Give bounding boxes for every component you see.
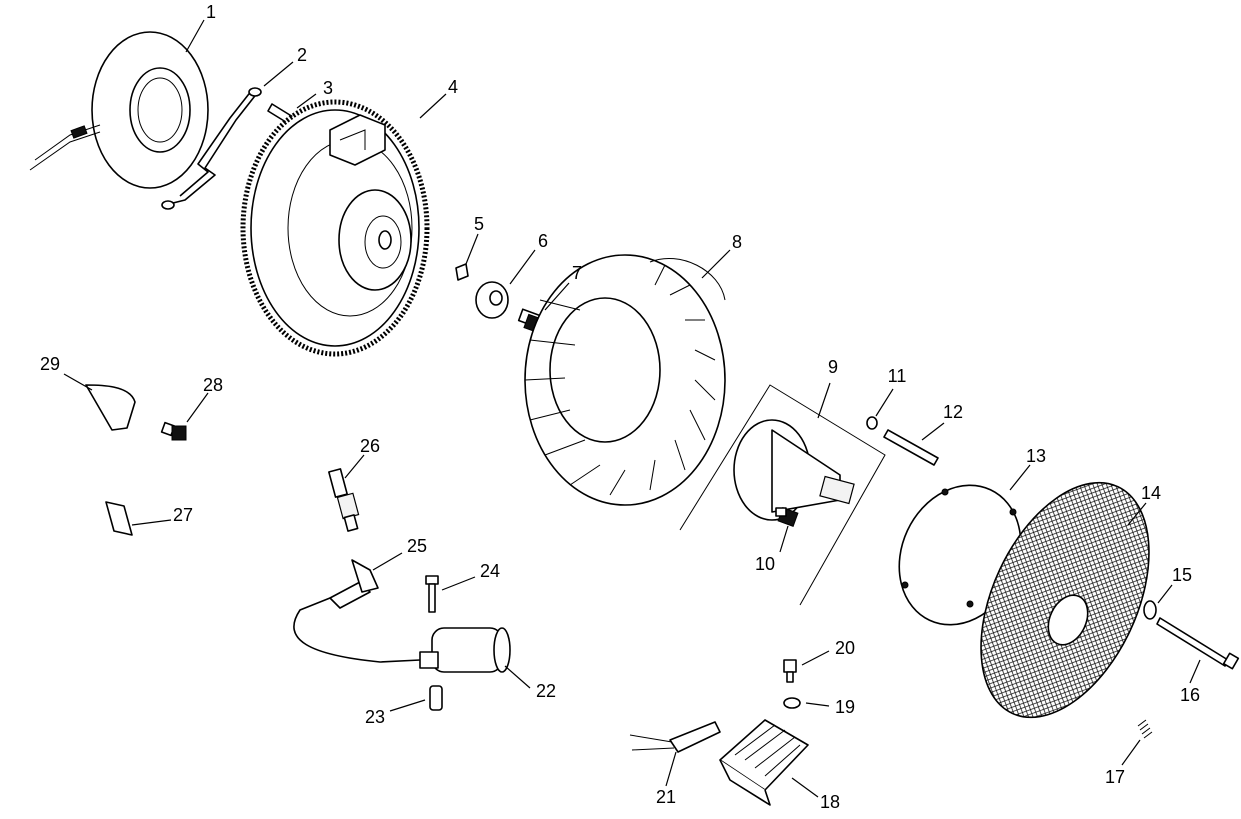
key-part bbox=[455, 263, 469, 281]
clip-part bbox=[105, 501, 133, 536]
washer-11-part bbox=[866, 416, 878, 430]
callout-2: 2 bbox=[297, 45, 307, 65]
callout-8: 8 bbox=[732, 232, 742, 252]
callout-7: 7 bbox=[572, 263, 582, 283]
long-bolt-part bbox=[1156, 617, 1240, 670]
callout-21: 21 bbox=[656, 787, 676, 807]
washer-15-part bbox=[1143, 600, 1157, 620]
callout-27: 27 bbox=[173, 505, 193, 525]
callout-25: 25 bbox=[407, 536, 427, 556]
callout-12: 12 bbox=[943, 402, 963, 422]
callout-24: 24 bbox=[480, 561, 500, 581]
pin-part bbox=[883, 429, 939, 466]
spring-part bbox=[1137, 719, 1153, 739]
callout-1: 1 bbox=[206, 2, 216, 22]
ignition-coil-part bbox=[293, 597, 511, 673]
callout-26: 26 bbox=[360, 436, 380, 456]
flywheel-part bbox=[240, 99, 430, 357]
callout-13: 13 bbox=[1026, 446, 1046, 466]
spark-plug-part bbox=[328, 468, 360, 532]
callout-17: 17 bbox=[1105, 767, 1125, 787]
washer-6-part bbox=[475, 281, 509, 319]
callout-10: 10 bbox=[755, 554, 775, 574]
spacer-part bbox=[429, 685, 443, 711]
callout-28: 28 bbox=[203, 375, 223, 395]
spark-plug-cap-part bbox=[329, 559, 379, 609]
rectifier-regulator-part bbox=[719, 719, 809, 806]
callout-22: 22 bbox=[536, 681, 556, 701]
connector-part bbox=[629, 721, 721, 753]
stator-part bbox=[29, 31, 209, 189]
fan-part bbox=[524, 254, 726, 506]
screw-24-part bbox=[425, 575, 439, 613]
callout-18: 18 bbox=[820, 792, 840, 812]
callout-15: 15 bbox=[1172, 565, 1192, 585]
callout-19: 19 bbox=[835, 697, 855, 717]
callout-6: 6 bbox=[538, 231, 548, 251]
callout-11: 11 bbox=[888, 366, 907, 386]
callout-labels: 1 2 3 4 5 6 7 8 9 10 11 12 13 14 15 16 1… bbox=[40, 2, 1200, 812]
callout-14: 14 bbox=[1141, 483, 1161, 503]
washer-19-part bbox=[783, 697, 801, 709]
callout-20: 20 bbox=[835, 638, 855, 658]
callout-23: 23 bbox=[365, 707, 385, 727]
callout-9: 9 bbox=[828, 357, 838, 377]
callout-29: 29 bbox=[40, 354, 60, 374]
drive-hub-part bbox=[679, 384, 886, 606]
screen-part bbox=[980, 481, 1150, 719]
bolt-28-part bbox=[160, 421, 187, 441]
bolt-20-part bbox=[783, 659, 797, 683]
ground-wire-part bbox=[161, 87, 262, 210]
callout-5: 5 bbox=[474, 214, 484, 234]
clamp-part bbox=[85, 384, 136, 431]
bolt-10-part bbox=[775, 507, 799, 527]
callout-3: 3 bbox=[323, 78, 333, 98]
callout-16: 16 bbox=[1180, 685, 1200, 705]
callout-4: 4 bbox=[448, 77, 458, 97]
leader-lines bbox=[63, 19, 1201, 798]
